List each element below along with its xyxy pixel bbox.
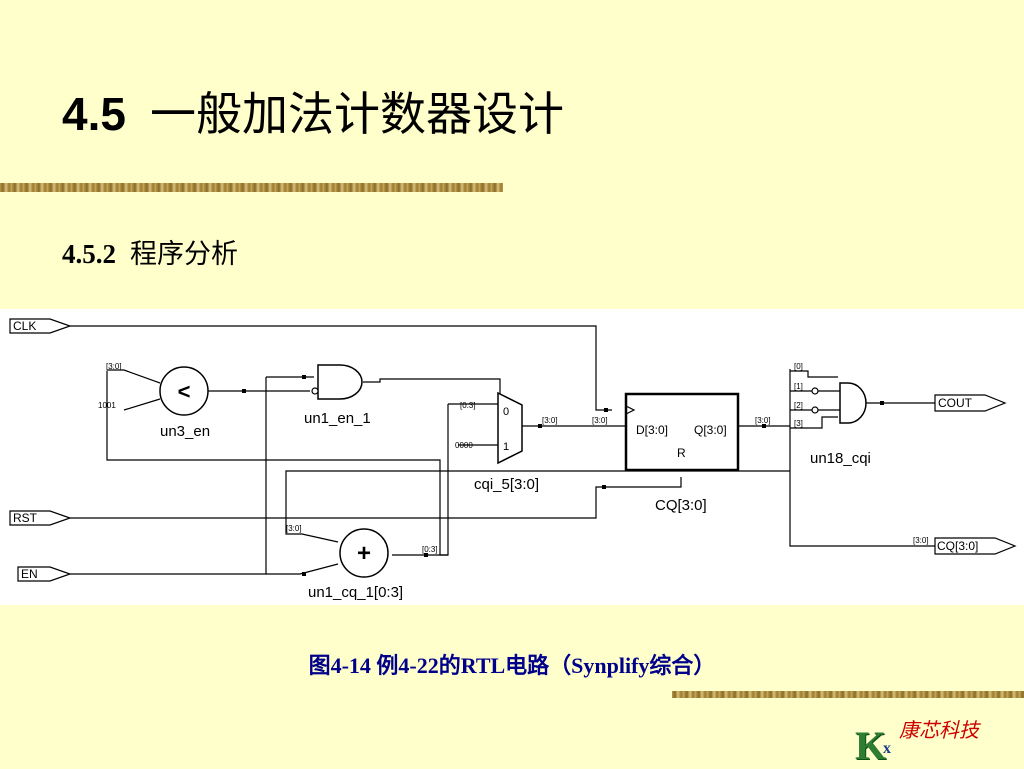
bus-label-cmp-in: [3:0] bbox=[106, 362, 122, 371]
port-cout-label: COUT bbox=[938, 396, 973, 410]
register-q: Q[3:0] bbox=[694, 423, 727, 437]
bus-label-reg-in: [3:0] bbox=[592, 416, 608, 425]
adder-cell bbox=[339, 528, 389, 578]
wire-cmp-const bbox=[123, 398, 161, 411]
and-gate-2-inverter-1 bbox=[811, 387, 819, 395]
and-gate-2-inverter-2 bbox=[811, 406, 819, 414]
wire-feedback-adder bbox=[285, 470, 790, 543]
wire-and1-out bbox=[363, 378, 501, 404]
junction-en bbox=[302, 375, 306, 379]
port-cq-label: CQ[3:0] bbox=[937, 539, 978, 553]
slide-title: 4.5 一般加法计数器设计 bbox=[62, 78, 564, 144]
mux-name: cqi_5[3:0] bbox=[474, 476, 539, 493]
and-gate-1-name: un1_en_1 bbox=[304, 410, 371, 427]
port-en bbox=[17, 566, 72, 582]
register-d: D[3:0] bbox=[636, 423, 668, 437]
slide-title-text: 一般加法计数器设计 bbox=[149, 88, 564, 140]
and-gate-1 bbox=[317, 364, 363, 400]
and-gate-2 bbox=[839, 382, 867, 424]
port-cq bbox=[934, 537, 1017, 555]
port-clk-label: CLK bbox=[13, 319, 36, 333]
junction-out bbox=[762, 424, 766, 428]
bus-label-add-in: [3:0] bbox=[286, 524, 302, 533]
logo-mark-x: x bbox=[883, 740, 891, 757]
junction-en-add bbox=[302, 572, 306, 576]
wire-and2-in3 bbox=[790, 416, 838, 429]
adder-symbol: + bbox=[357, 540, 371, 567]
register-clock-pin bbox=[625, 405, 636, 415]
junction-mux bbox=[538, 424, 542, 428]
bus-label-reg-out: [3:0] bbox=[755, 416, 771, 425]
register-cell bbox=[624, 392, 740, 472]
mux-sel1: 1 bbox=[503, 441, 509, 453]
junction-reg bbox=[604, 408, 608, 412]
bus-label-add-out: [0:3] bbox=[422, 545, 438, 554]
const-mux: 0000 bbox=[455, 441, 473, 450]
junction-cmp bbox=[242, 389, 246, 393]
bus-label-and-b1: [1] bbox=[794, 382, 803, 391]
junction-add-out bbox=[424, 553, 428, 557]
logo-mark-k: K bbox=[855, 723, 887, 768]
logo-company-name: 康芯科技 bbox=[899, 720, 979, 742]
mux-cell bbox=[497, 391, 523, 465]
and-gate-2-in-split bbox=[818, 390, 840, 411]
bus-label-and-b2: [2] bbox=[794, 401, 803, 410]
bus-label-mux-in0: [0:3] bbox=[460, 401, 476, 410]
port-clk bbox=[9, 318, 72, 334]
figure-caption: 图4-14 例4-22的RTL电路（Synplify综合） bbox=[308, 653, 716, 678]
bus-label-mux-out: [3:0] bbox=[542, 416, 558, 425]
bus-label-cq-out: [3:0] bbox=[913, 536, 929, 545]
rtl-schematic: CLK RST EN COUT CQ[3:0] < un3_en un1_en_… bbox=[9, 318, 1017, 601]
and-gate-2-name: un18_cqi bbox=[810, 450, 871, 467]
comparator-cell bbox=[159, 366, 209, 416]
wire-en-add bbox=[266, 563, 339, 575]
junction-cout bbox=[880, 401, 884, 405]
junction-rst bbox=[602, 485, 606, 489]
adder-name: un1_cq_1[0:3] bbox=[308, 584, 403, 601]
bus-label-and-b0: [0] bbox=[794, 362, 803, 371]
section-number: 4.5.2 bbox=[62, 239, 116, 269]
bus-label-and-b3: [3] bbox=[794, 419, 803, 428]
port-rst bbox=[9, 510, 72, 526]
register-r: R bbox=[677, 446, 686, 460]
title-divider bbox=[0, 183, 503, 192]
footer-divider bbox=[672, 691, 1024, 698]
mux-sel0: 0 bbox=[503, 406, 509, 418]
slide-title-number: 4.5 bbox=[62, 88, 126, 140]
wire-cmp-in bbox=[107, 369, 161, 384]
port-cout bbox=[934, 394, 1007, 412]
port-rst-label: RST bbox=[13, 511, 38, 525]
wire-feedback-left bbox=[106, 371, 448, 556]
const-cmp: 1001 bbox=[98, 401, 116, 410]
register-name: CQ[3:0] bbox=[655, 497, 707, 514]
wire-rst bbox=[70, 477, 682, 519]
comparator-symbol: < bbox=[178, 379, 191, 404]
comparator-name: un3_en bbox=[160, 423, 210, 440]
rtl-diagram: CLK RST EN COUT CQ[3:0] < un3_en un1_en_… bbox=[0, 309, 1024, 605]
and-gate-1-inverter bbox=[311, 387, 319, 395]
wire-add-to-mux bbox=[392, 404, 449, 556]
section-text: 程序分析 bbox=[130, 239, 238, 269]
company-logo: K x 康芯科技 bbox=[855, 712, 1015, 768]
wire-and2-in0 bbox=[790, 370, 838, 378]
section-heading: 4.5.2 程序分析 bbox=[62, 232, 238, 271]
port-en-label: EN bbox=[21, 567, 38, 581]
